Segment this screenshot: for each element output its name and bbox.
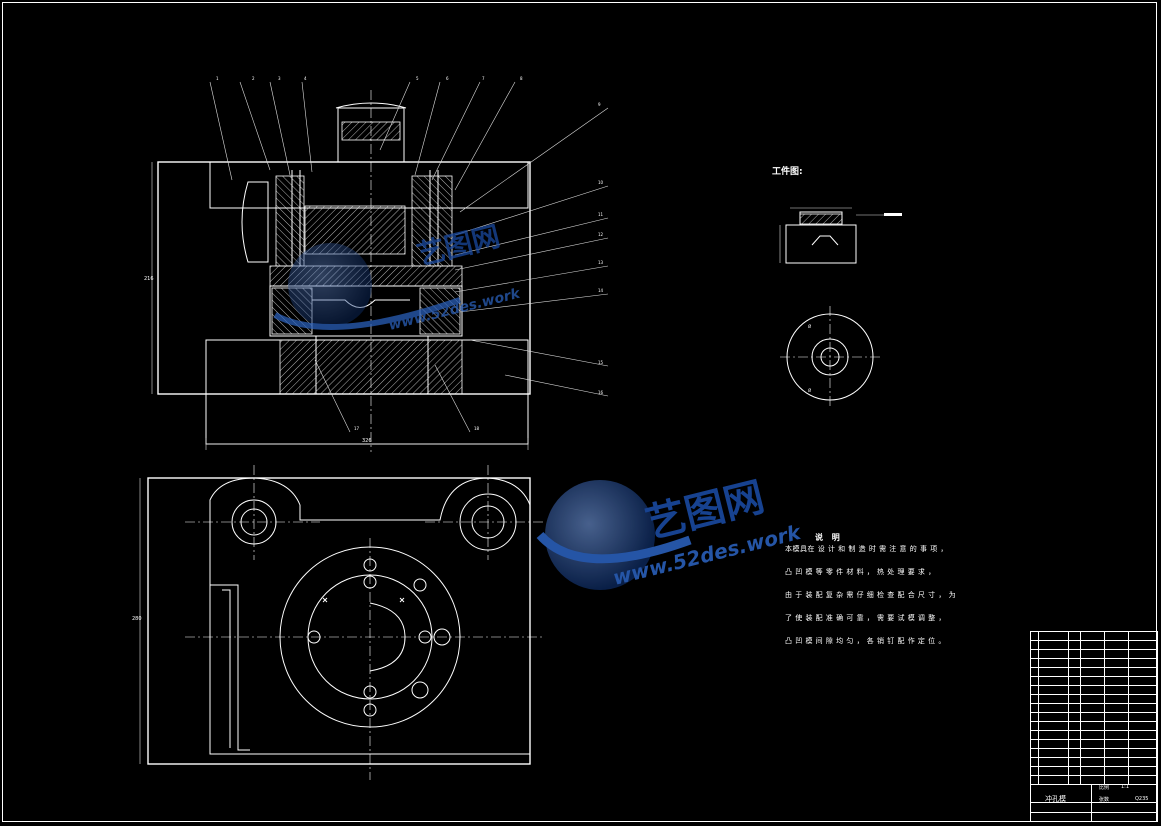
scale-value: 1:1: [1121, 784, 1130, 790]
svg-text:3: 3: [278, 76, 281, 81]
dim-total-width: 326: [362, 438, 372, 444]
svg-text:4: 4: [304, 76, 307, 81]
workpiece-drawing: Ø Ø: [779, 207, 902, 408]
svg-text:Ø: Ø: [808, 388, 811, 393]
svg-text:14: 14: [598, 288, 604, 293]
svg-text:18: 18: [474, 426, 480, 431]
watermark-large: 艺图网 www.52des.work: [536, 474, 804, 590]
dim-height: 216: [144, 276, 154, 282]
svg-text:2: 2: [252, 76, 255, 81]
svg-text:1: 1: [216, 76, 219, 81]
svg-text:17: 17: [354, 426, 360, 431]
technical-notes: 本模具在 设 计 和 制 造 时 需 注 意 的 事 项 ， 凸 凹 模 等 零…: [785, 538, 985, 653]
notes-title: 说 明: [815, 533, 843, 542]
plan-view: 280: [132, 465, 545, 780]
note-line: 由 于 装 配 复 杂 需 仔 细 检 查 配 合 尺 寸 ， 为: [785, 591, 957, 599]
svg-text:9: 9: [598, 102, 601, 107]
svg-text:8: 8: [520, 76, 523, 81]
svg-text:16: 16: [598, 390, 604, 395]
svg-text:11: 11: [598, 212, 604, 217]
svg-text:6: 6: [446, 76, 449, 81]
scale-label: 比例: [1099, 785, 1110, 791]
dim-plan-height: 280: [132, 616, 142, 622]
plan-plate-outline: [209, 477, 531, 755]
title-block: 冲孔模 比例 1:1 张数 Q235: [1030, 631, 1158, 822]
plan-step: [210, 584, 250, 751]
base-plate: [205, 393, 529, 445]
svg-text:10: 10: [598, 180, 604, 185]
svg-text:5: 5: [416, 76, 419, 81]
left-guide: [275, 175, 305, 267]
right-guide: [411, 175, 453, 267]
svg-text:12: 12: [598, 232, 604, 237]
drawing-name: 冲孔模: [1045, 795, 1066, 803]
note-line: 凸 凹 模 等 零 件 材 料 ， 热 处 理 要 求 ，: [785, 568, 936, 576]
note-line: 本模具在 设 计 和 制 造 时 需 注 意 的 事 项 ，: [785, 545, 948, 553]
workpiece-title: 工件图:: [772, 167, 803, 177]
plan-step-inner: [222, 589, 231, 748]
material-value: Q235: [1135, 796, 1149, 802]
svg-text:15: 15: [598, 360, 604, 365]
svg-text:Ø: Ø: [808, 324, 811, 329]
upper-plate: [209, 161, 529, 209]
svg-text:7: 7: [482, 76, 485, 81]
front-section-view: 326 216 1 2 3 4 5: [144, 76, 609, 452]
svg-text:13: 13: [598, 260, 604, 265]
workpiece-section: [785, 224, 857, 264]
note-line: 了 使 装 配 准 确 可 靠 ， 需 要 试 模 调 整 ，: [785, 614, 946, 622]
sheet-label: 张数: [1099, 797, 1110, 803]
note-line: 凸 凹 模 间 隙 均 匀 ， 各 销 钉 配 作 定 位 。: [785, 637, 946, 645]
left-bush: [241, 181, 269, 263]
